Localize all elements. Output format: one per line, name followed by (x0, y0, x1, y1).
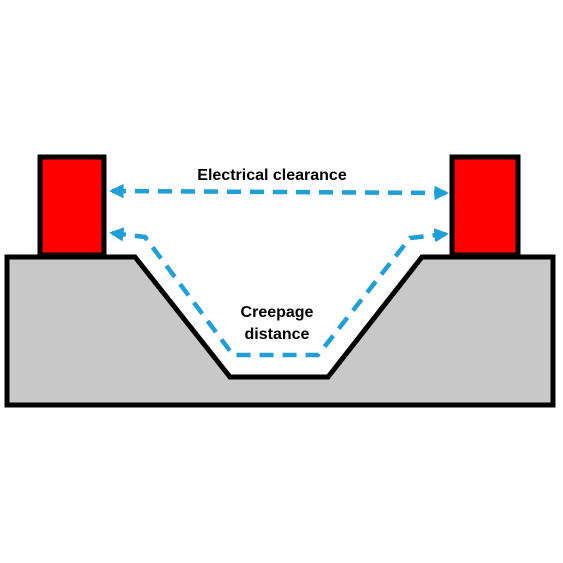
right-conductor (449, 154, 521, 258)
electrical-clearance-label: Electrical clearance (197, 167, 347, 184)
left-conductor (37, 154, 107, 258)
creepage-label-line1: Creepage (241, 304, 314, 321)
creepage-distance-arrow (109, 227, 449, 358)
creepage-label-line2: distance (245, 326, 310, 343)
electrical-clearance-arrow (109, 183, 449, 201)
insulating-substrate (4, 254, 556, 408)
